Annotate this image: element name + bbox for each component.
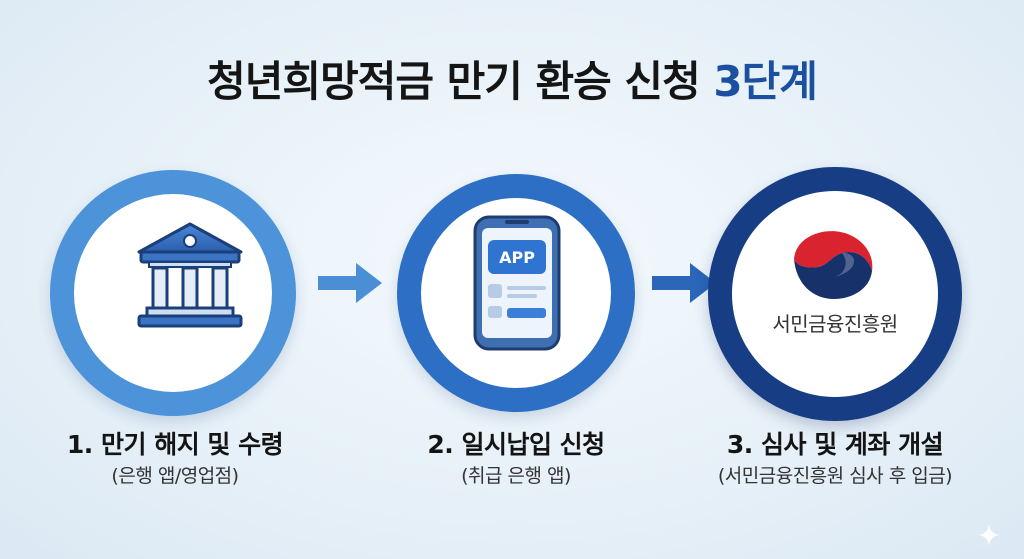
step-2-title: 2. 일시납입 신청	[427, 430, 605, 459]
arrow-right-icon	[318, 263, 382, 303]
step-3-subtitle: (서민금융진흥원 심사 후 입금)	[717, 465, 953, 487]
sparkle-icon	[978, 524, 1000, 546]
app-label: APP	[499, 248, 535, 267]
korea-government-emblem-icon	[794, 231, 873, 299]
page-title: 청년희망적금 만기 환승 신청 3단계	[0, 56, 1024, 108]
smartphone-app-icon: APP	[473, 215, 561, 351]
bank-building-icon	[137, 222, 243, 328]
step-1-title: 1. 만기 해지 및 수령	[66, 430, 284, 459]
step-2-subtitle: (취급 은행 앱)	[461, 465, 571, 487]
arrow-right-icon	[652, 263, 716, 303]
org-name-label: 서민금융진흥원	[772, 312, 898, 336]
title-highlight: 3단계	[713, 57, 818, 106]
step-1-subtitle: (은행 앱/영업점)	[111, 465, 239, 487]
step-3-title: 3. 심사 및 계좌 개설	[726, 430, 944, 459]
title-main: 청년희망적금 만기 환승 신청	[207, 57, 701, 106]
